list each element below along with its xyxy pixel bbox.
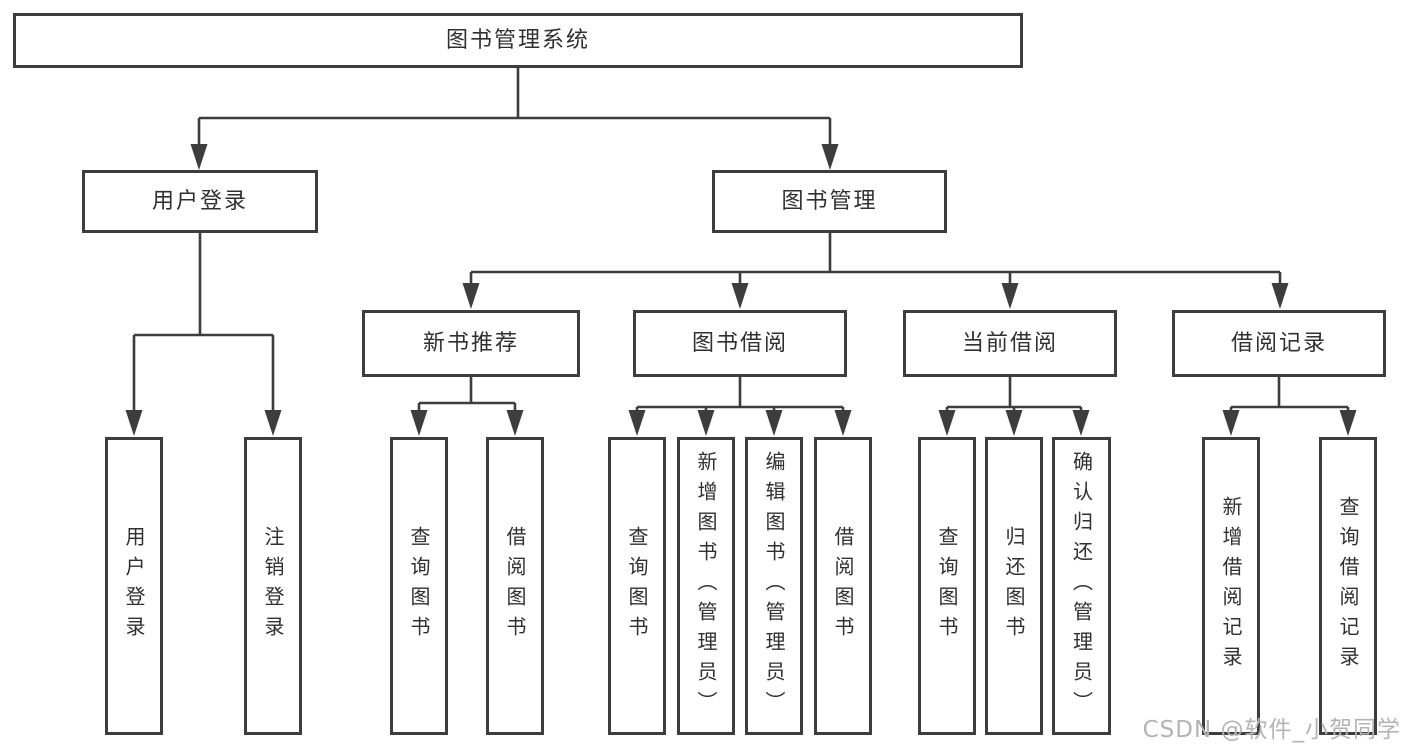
node-add-book-admin: 新增图书（管理员） <box>677 437 735 735</box>
node-query-borrow-record: 查询借阅记录 <box>1319 437 1377 735</box>
node-borrowing-records: 借阅记录 <box>1172 310 1386 377</box>
node-label: 查询图书 <box>407 526 431 646</box>
node-query-books-c: 查询图书 <box>918 437 976 735</box>
node-logout-leaf: 注销登录 <box>244 437 302 735</box>
node-label: 新书推荐 <box>422 330 519 356</box>
node-label: 编辑图书（管理员） <box>762 451 786 721</box>
node-label: 用户登录 <box>151 188 248 214</box>
node-label: 图书借阅 <box>691 330 788 356</box>
node-user-login-leaf: 用户登录 <box>105 437 163 735</box>
node-label: 注销登录 <box>261 526 285 646</box>
node-book-management-system: 图书管理系统 <box>13 13 1023 68</box>
node-label: 借阅图书 <box>503 526 527 646</box>
node-book-borrowing: 图书借阅 <box>633 310 847 377</box>
node-label: 查询借阅记录 <box>1336 496 1360 676</box>
node-label: 借阅记录 <box>1230 330 1327 356</box>
node-label: 新增借阅记录 <box>1219 496 1243 676</box>
node-label: 借阅图书 <box>831 526 855 646</box>
node-borrow-books-b: 借阅图书 <box>814 437 872 735</box>
node-query-books-a: 查询图书 <box>390 437 448 735</box>
node-add-borrow-record: 新增借阅记录 <box>1202 437 1260 735</box>
node-borrow-books-a: 借阅图书 <box>486 437 544 735</box>
node-label: 查询图书 <box>625 526 649 646</box>
node-label: 当前借阅 <box>961 330 1058 356</box>
node-label: 查询图书 <box>935 526 959 646</box>
node-label: 图书管理系统 <box>445 27 590 53</box>
node-user-login: 用户登录 <box>82 170 318 233</box>
watermark-text: CSDN @软件_小贺同学 <box>1142 717 1401 743</box>
node-return-books: 归还图书 <box>985 437 1043 735</box>
node-label: 用户登录 <box>122 526 146 646</box>
node-label: 新增图书（管理员） <box>694 451 718 721</box>
node-confirm-return-admin: 确认归还（管理员） <box>1052 437 1111 735</box>
node-new-book-recommend: 新书推荐 <box>362 310 580 377</box>
node-label: 归还图书 <box>1002 526 1026 646</box>
node-current-borrowing: 当前借阅 <box>903 310 1117 377</box>
node-book-management: 图书管理 <box>712 170 947 233</box>
node-query-books-b: 查询图书 <box>608 437 666 735</box>
node-edit-book-admin: 编辑图书（管理员） <box>745 437 803 735</box>
node-label: 图书管理 <box>781 188 878 214</box>
node-label: 确认归还（管理员） <box>1069 451 1094 721</box>
